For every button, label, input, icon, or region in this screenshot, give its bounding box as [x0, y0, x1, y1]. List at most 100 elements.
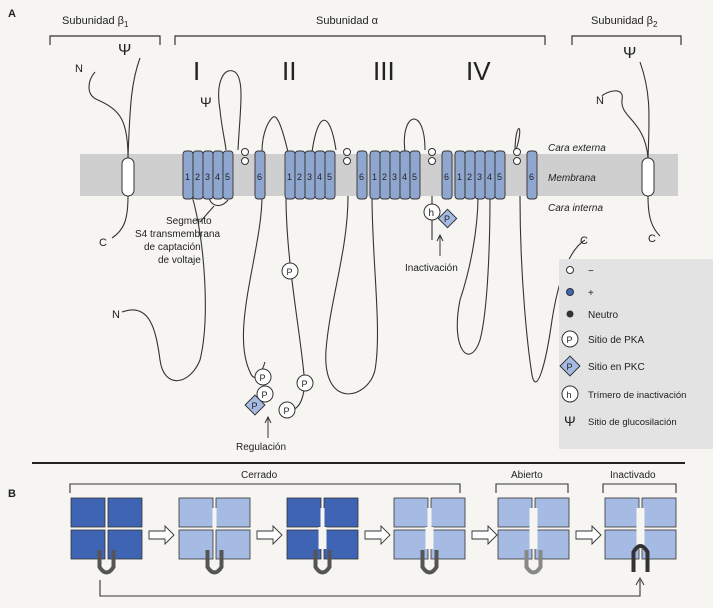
negative-charge — [429, 149, 436, 156]
channel-subunit-block — [287, 498, 321, 527]
domain-label-IV: IV — [466, 56, 491, 86]
legend-symbol — [567, 289, 574, 296]
alpha-title: Subunidad α — [316, 15, 379, 27]
pka-site: P — [297, 375, 313, 391]
legend-symbol-glyph: P — [567, 362, 573, 372]
helix-segment-label: 4 — [487, 172, 492, 182]
closed-state-label: Cerrado — [241, 470, 278, 481]
helix-segment-label: 6 — [257, 172, 262, 182]
negative-charge — [344, 158, 351, 165]
beta2-tm-segment — [642, 158, 654, 196]
legend-text: Neutro — [588, 310, 618, 321]
regulation-label: Regulación — [236, 442, 286, 453]
regulation-arrow — [265, 417, 271, 438]
channel-state-2 — [179, 498, 282, 573]
channel-subunit-block — [642, 498, 676, 527]
legend-text: + — [588, 288, 594, 299]
return-path — [100, 580, 640, 596]
legend-text: Sitio de glucosilación — [588, 417, 677, 428]
svg-text:P: P — [252, 401, 258, 411]
helix-segment-label: 1 — [372, 172, 377, 182]
state-transition-arrow — [149, 526, 174, 544]
legend-text: − — [588, 266, 594, 277]
beta1-c-terminal: C — [99, 237, 107, 249]
helix-segment-label: 5 — [412, 172, 417, 182]
channel-subunit-block — [324, 498, 358, 527]
legend-text: Sitio en PKC — [588, 362, 645, 373]
inactivation-label: Inactivación — [405, 263, 458, 274]
pore-opening — [637, 508, 645, 528]
helix-segment-label: 5 — [327, 172, 332, 182]
svg-text:P: P — [302, 379, 308, 389]
helix-segment-label: 6 — [444, 172, 449, 182]
negative-charge — [514, 158, 521, 165]
state-transition-arrow — [472, 526, 497, 544]
negative-charge — [344, 149, 351, 156]
glyco-psi-beta1: Ψ — [118, 42, 131, 59]
channel-states — [71, 498, 676, 573]
pka-site: P — [279, 402, 295, 418]
svg-text:P: P — [262, 390, 268, 400]
channel-state-3 — [287, 498, 390, 573]
helix-segment-label: 2 — [467, 172, 472, 182]
svg-text:P: P — [287, 267, 293, 277]
helix-segment-label: 6 — [359, 172, 364, 182]
channel-state-4 — [394, 498, 497, 573]
legend-text: Sitio de PKA — [588, 335, 644, 346]
pore-opening — [428, 508, 432, 528]
helix-segment-label: 3 — [307, 172, 312, 182]
beta2-title: Subunidad β2 — [591, 15, 658, 29]
alpha-c-terminal: C — [580, 235, 588, 247]
panel-a-label: A — [8, 8, 16, 20]
beta1-tm-segment — [122, 158, 134, 196]
legend-symbol-glyph: h — [567, 390, 572, 400]
legend-symbol — [567, 267, 574, 274]
pore-opening — [213, 508, 217, 528]
external-face-label: Cara externa — [548, 143, 606, 154]
beta1-title: Subunidad β1 — [62, 15, 129, 29]
beta1-n-terminal: N — [75, 63, 83, 75]
inactivation-pkc-glyph: P — [444, 214, 450, 224]
pore-opening — [319, 527, 327, 549]
state-brackets — [70, 484, 676, 493]
helix-segment-label: 2 — [297, 172, 302, 182]
panel-b-label: B — [8, 488, 16, 500]
domain-label-II: II — [282, 56, 296, 86]
channel-state-5 — [498, 498, 601, 573]
subunit-brackets — [50, 36, 681, 45]
helix-segment-label: 5 — [497, 172, 502, 182]
inactivation-h-glyph: h — [429, 208, 435, 219]
legend-symbol — [567, 311, 574, 318]
channel-subunit-block — [71, 498, 105, 527]
helix-segment-label: 2 — [195, 172, 200, 182]
legend-symbol-glyph: P — [567, 335, 573, 345]
channel-subunit-block — [179, 498, 213, 527]
inactivation-arrow — [437, 235, 443, 256]
helix-segment-label: 3 — [392, 172, 397, 182]
legend-symbol: Ψ — [564, 413, 576, 429]
pore-opening — [426, 527, 434, 549]
alpha-n-terminal: N — [112, 309, 120, 321]
helix-segment-label: 2 — [382, 172, 387, 182]
pore-opening — [530, 508, 538, 528]
helix-segment-label: 1 — [185, 172, 190, 182]
pore-opening — [321, 508, 325, 528]
channel-subunit-block — [535, 498, 569, 527]
glyco-psi-beta2: Ψ — [623, 45, 636, 62]
pore-opening — [530, 527, 538, 549]
svg-text:P: P — [284, 406, 290, 416]
membrane-label: Membrana — [548, 173, 596, 184]
negative-charge — [242, 149, 249, 156]
channel-subunit-block — [605, 498, 639, 527]
helix-segment-label: 5 — [225, 172, 230, 182]
channel-state-6 — [605, 498, 676, 572]
helix-segment-label: 3 — [477, 172, 482, 182]
state-transition-arrow — [365, 526, 390, 544]
internal-face-label: Cara interna — [548, 203, 603, 214]
helix-segment-label: 3 — [205, 172, 210, 182]
negative-charge — [242, 158, 249, 165]
helix-segment-label: 6 — [529, 172, 534, 182]
channel-state-1 — [71, 498, 174, 573]
pka-site: P — [282, 263, 298, 279]
